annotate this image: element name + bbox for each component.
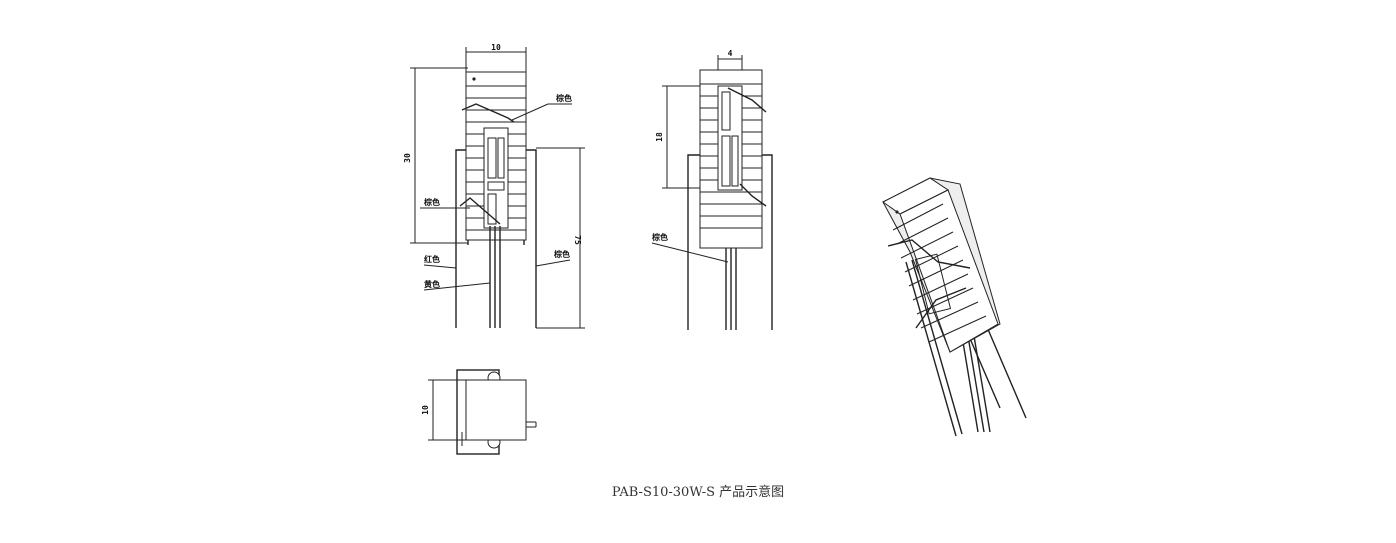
side-dim-top: 4 <box>728 49 733 58</box>
front-label-yellow: 黄色 <box>424 279 440 289</box>
front-dim-height: 30 <box>403 153 412 163</box>
front-label-left-mid: 棕色 <box>423 197 440 207</box>
side-view: 4 18 <box>651 49 773 330</box>
side-dim-left: 18 <box>655 132 664 142</box>
front-view: 10 30 <box>403 43 585 329</box>
isometric-view <box>882 177 1027 437</box>
diagram-caption: PAB-S10-30W-S 产品示意图 <box>611 485 785 500</box>
side-label: 棕色 <box>651 232 668 242</box>
front-label-top-right: 棕色 <box>555 93 572 103</box>
front-label-red: 红色 <box>424 254 440 264</box>
bottom-view: 10 <box>421 369 537 455</box>
front-dim-width: 10 <box>491 43 501 52</box>
front-dim-pin: 75 <box>573 235 582 245</box>
bottom-dim-left: 10 <box>421 405 430 415</box>
front-label-pin-right: 棕色 <box>553 249 570 259</box>
